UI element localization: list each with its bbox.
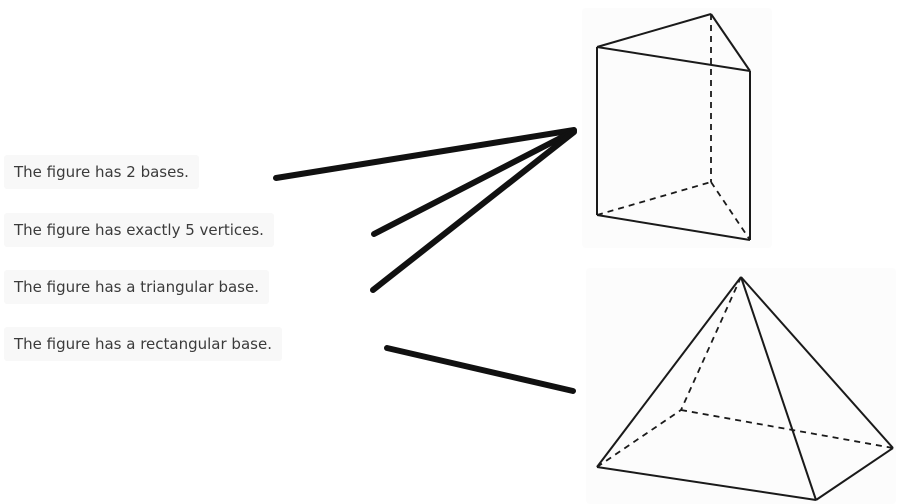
connector-line <box>371 128 577 237</box>
square-pyramid-card[interactable] <box>586 268 896 504</box>
statement-label: The figure has exactly 5 vertices. <box>14 221 264 239</box>
statement-rectangular-base[interactable]: The figure has a rectangular base. <box>4 327 282 361</box>
statement-five-vertices[interactable]: The figure has exactly 5 vertices. <box>4 213 274 247</box>
statement-label: The figure has a triangular base. <box>14 278 259 296</box>
statement-triangular-base[interactable]: The figure has a triangular base. <box>4 270 269 304</box>
statement-label: The figure has 2 bases. <box>14 163 189 181</box>
connector-line <box>370 129 577 293</box>
triangular-prism-card[interactable] <box>582 8 772 248</box>
statement-label: The figure has a rectangular base. <box>14 335 272 353</box>
connector-line <box>384 345 576 394</box>
connector-line <box>273 127 577 181</box>
statement-two-bases[interactable]: The figure has 2 bases. <box>4 155 199 189</box>
